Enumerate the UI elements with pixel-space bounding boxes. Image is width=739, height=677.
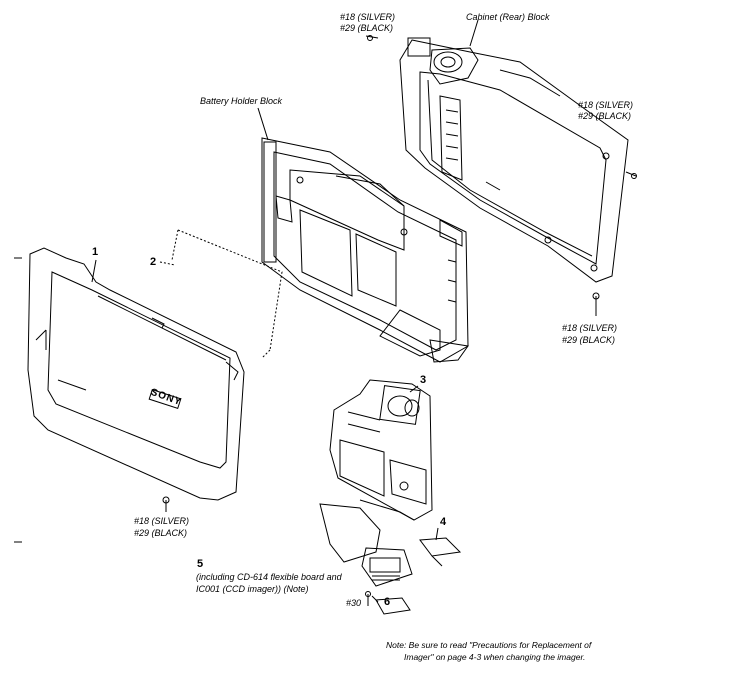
label-screw-mid-silver: #18 (SILVER) bbox=[562, 323, 618, 333]
screw-30-icon bbox=[366, 592, 371, 607]
screw-mid-icon bbox=[593, 293, 599, 316]
label-screw-top-black: #29 (BLACK) bbox=[340, 23, 394, 33]
leader-cabinet-rear bbox=[470, 20, 478, 46]
leader-part-3 bbox=[410, 386, 418, 392]
part-2-sheet-drawing bbox=[172, 230, 282, 358]
part-1-front-cabinet-drawing bbox=[28, 248, 244, 500]
part-number-1: 1 bbox=[92, 246, 99, 258]
part-number-4: 4 bbox=[440, 516, 447, 528]
part-number-6: 6 bbox=[384, 596, 391, 608]
label-screw-right-silver: #18 (SILVER) bbox=[578, 100, 634, 110]
cabinet-rear-block-drawing bbox=[400, 38, 628, 282]
label-screw-right-black: #29 (BLACK) bbox=[578, 111, 632, 121]
label-cabinet-rear-block: Cabinet (Rear) Block bbox=[466, 12, 550, 22]
label-battery-holder-block: Battery Holder Block bbox=[200, 96, 283, 106]
leader-part-4 bbox=[436, 528, 438, 540]
part-4-plate-drawing bbox=[420, 538, 460, 566]
label-screw-mid-black: #29 (BLACK) bbox=[562, 335, 616, 345]
label-part-5-desc-1: (including CD-614 flexible board and bbox=[196, 572, 342, 582]
part-number-3: 3 bbox=[420, 374, 427, 386]
leader-battery-holder bbox=[258, 108, 268, 140]
screw-bottom-icon bbox=[163, 497, 169, 512]
leader-part-2 bbox=[160, 262, 175, 265]
leader-part-6 bbox=[372, 596, 378, 602]
note-line-2: Imager" on page 4-3 when changing the im… bbox=[404, 652, 586, 662]
battery-holder-block-drawing bbox=[262, 138, 468, 362]
part-6-sheet-drawing bbox=[376, 598, 410, 614]
screw-top-icon bbox=[366, 36, 378, 41]
label-part-5-desc-2: IC001 (CCD imager)) (Note) bbox=[196, 584, 309, 594]
part-number-2: 2 bbox=[150, 256, 157, 268]
part-5-ccd-board-drawing bbox=[320, 504, 412, 586]
label-screw-top-silver: #18 (SILVER) bbox=[340, 12, 396, 22]
part-number-5: 5 bbox=[197, 558, 204, 570]
leader-part-1 bbox=[92, 260, 96, 282]
note-line-1: Note: Be sure to read "Precautions for R… bbox=[386, 640, 592, 650]
part-3-lens-block-drawing bbox=[330, 380, 432, 520]
label-screw-bottom-black: #29 (BLACK) bbox=[134, 528, 188, 538]
label-screw-30: #30 bbox=[346, 598, 362, 608]
label-screw-bottom-silver: #18 (SILVER) bbox=[134, 516, 190, 526]
screw-right-icon bbox=[626, 172, 637, 179]
